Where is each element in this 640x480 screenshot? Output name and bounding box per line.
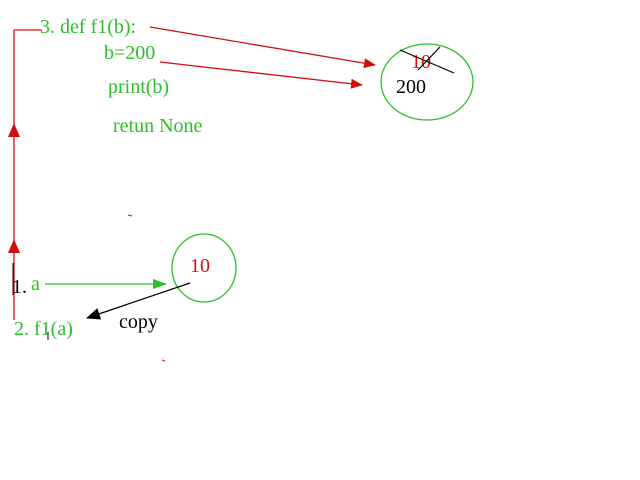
- copy-label: copy: [119, 311, 158, 333]
- call-line: 2. f1(a): [14, 318, 73, 340]
- var-a-label: a: [31, 273, 40, 295]
- strike-line-2: [417, 46, 441, 71]
- print-line: print(b): [108, 76, 169, 98]
- upper-object-circle: [380, 43, 474, 121]
- lower-object-circle: [171, 233, 237, 303]
- flow-up-arrow-upper: [8, 123, 20, 137]
- param-b-arrow: [149, 26, 376, 69]
- copy-arrow: [86, 282, 191, 320]
- stray-mark: [127, 214, 133, 217]
- return-line: retun None: [113, 115, 203, 137]
- lower-value: 10: [190, 255, 210, 277]
- def-line: 3. def f1(b):: [40, 16, 136, 38]
- strike-line-1: [399, 49, 455, 74]
- upper-new-value: 200: [396, 76, 426, 98]
- step-one-label: 1.: [12, 276, 27, 298]
- stray-mark: [161, 359, 166, 362]
- flow-up-arrow-lower: [8, 239, 20, 253]
- assign-line: b=200: [104, 42, 155, 64]
- reassign-b-arrow: [159, 61, 363, 89]
